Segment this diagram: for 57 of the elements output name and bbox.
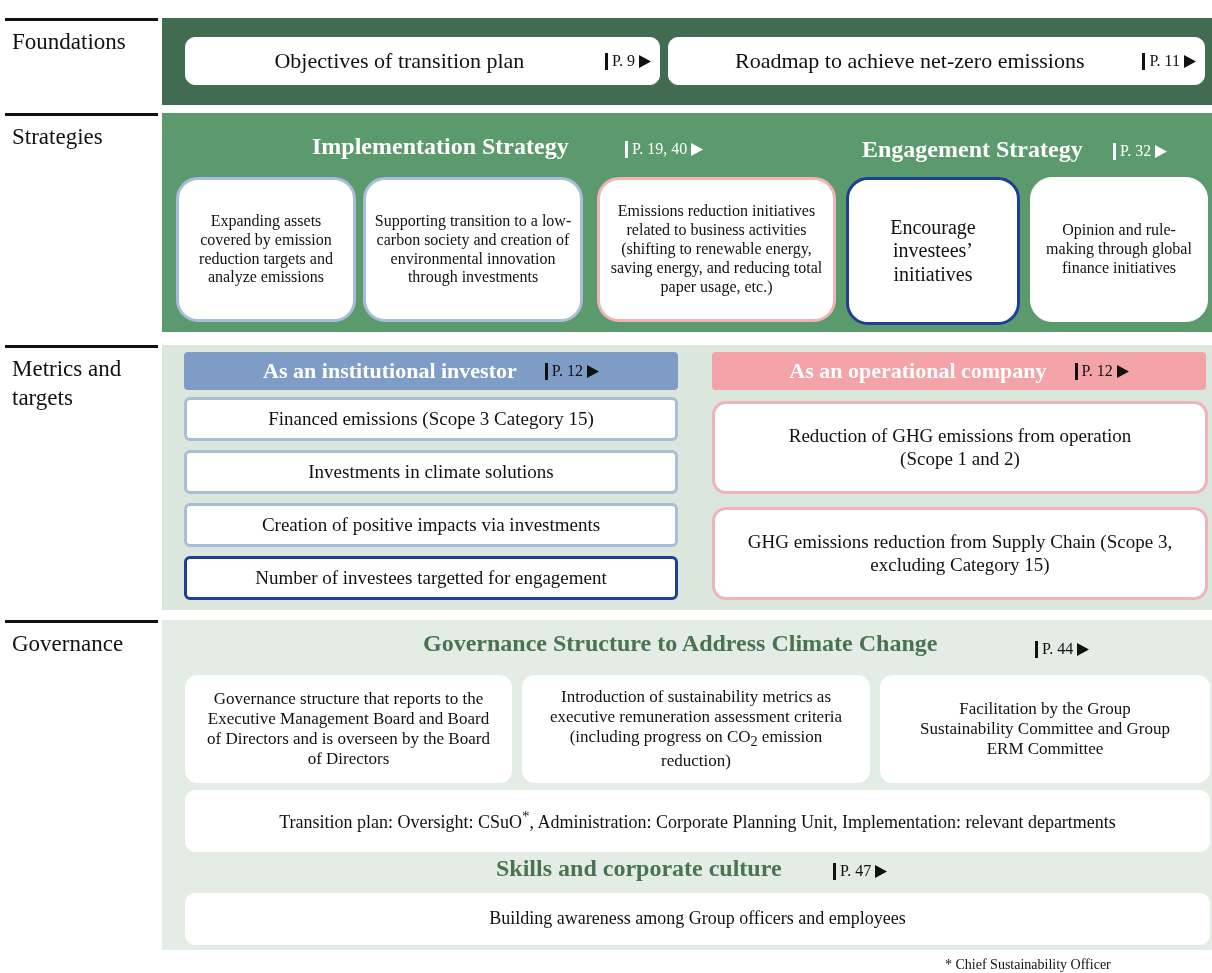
page-reference: P. 44 [1042, 640, 1074, 658]
page-reference: P. 12 [551, 362, 583, 380]
text-box [185, 37, 660, 85]
section-heading: Governance [12, 630, 125, 658]
page-reference: P. 9 [611, 51, 635, 71]
box-text: Building awareness among Group officers and employees [488, 908, 907, 930]
text-box [185, 893, 1210, 945]
text-box [184, 556, 678, 600]
page-reference: P. 12 [1081, 362, 1113, 380]
text-box [668, 37, 1205, 85]
text-box [185, 790, 1210, 852]
box-text: Creation of positive impacts via investments [260, 513, 602, 537]
section-subheading: Skills and corporate culture [496, 855, 782, 882]
category-bar [184, 352, 678, 390]
category-bar [712, 352, 1206, 390]
text-box [712, 507, 1208, 600]
footnote: * Chief Sustainability Officer [945, 957, 1111, 973]
box-text: Introduction of sustainability metrics as executive remuneration assessment criteria (including progress on CO$_{2}$ emission reduction) [548, 687, 844, 771]
box-text: Emissions reduction initiatives related to business activities (shifting to renewable energy, saving energy, and reducing total paper usage, etc.) [609, 202, 824, 297]
section-subheading: Engagement Strategy [862, 136, 1083, 163]
text-box [1030, 177, 1208, 322]
text-box [176, 177, 356, 322]
box-text: Supporting transition to a low-carbon society and creation of environmental innovation through investments [374, 211, 572, 288]
section-subheading: Governance Structure to Address Climate Change [423, 630, 938, 657]
page-reference: P. 19, 40 [632, 140, 688, 158]
text-box [597, 177, 836, 322]
box-text: Number of investees targetted for engagement [254, 566, 608, 590]
box-text: Expanding assets covered by emission reduction targets and analyze emissions [198, 211, 334, 288]
text-box [522, 675, 870, 783]
box-text: Facilitation by the Group Sustainability Committee and Group ERM Committee [919, 698, 1171, 760]
text-box [712, 401, 1208, 494]
box-text: Reduction of GHG emissions from operation (Scope 1 and 2) [787, 425, 1133, 470]
box-text: GHG emissions reduction from Supply Chain (Scope 3, excluding Category 15) [746, 531, 1174, 576]
text-box [185, 675, 512, 783]
page-reference: P. 11 [1149, 51, 1180, 71]
category-title: As an institutional investor [263, 358, 517, 384]
box-text: Objectives of transition plan [273, 48, 526, 74]
text-box [880, 675, 1210, 783]
section-heading: Metrics and targets [12, 355, 123, 412]
category-title: As an operational company [789, 358, 1047, 384]
text-box [184, 397, 678, 441]
box-text: Governance structure that reports to the Executive Management Board and Board of Directors and is overseen by the Board of Directors [206, 688, 491, 770]
text-box [846, 177, 1020, 325]
section-heading: Foundations [12, 28, 127, 56]
box-text: Financed emissions (Scope 3 Category 15) [267, 407, 595, 431]
section-subheading: Implementation Strategy [312, 133, 569, 160]
box-text: Encourage investees’ initiatives [889, 215, 977, 287]
box-text: Investments in climate solutions [307, 460, 555, 484]
box-text: Roadmap to achieve net-zero emissions [734, 48, 1086, 74]
page-reference: P. 47 [840, 862, 872, 880]
box-text: Transition plan: Oversight: CSuO$^{*}$, Administration: Corporate Planning Unit, Implementation: relevant departments [278, 808, 1117, 834]
page-reference: P. 32 [1120, 142, 1152, 160]
text-box [363, 177, 583, 322]
section-heading: Strategies [12, 123, 104, 151]
text-box [184, 503, 678, 547]
text-box [184, 450, 678, 494]
box-text: Opinion and rule-making through global finance initiatives [1045, 221, 1193, 278]
